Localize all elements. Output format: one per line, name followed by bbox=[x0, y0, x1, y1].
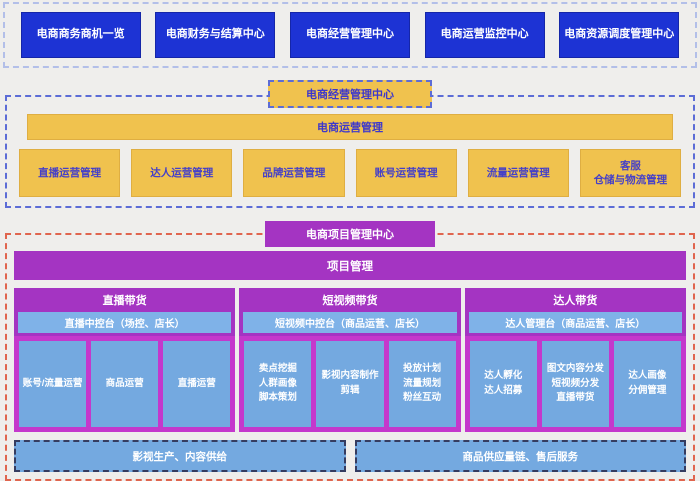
footer-bar-content-supply: 影视生产、内容供给 bbox=[14, 440, 346, 472]
project-columns: 直播带货 直播中控台（场控、店长） 账号/流量运营 商品运营 直播运营 短视频带… bbox=[14, 288, 686, 432]
task-box: 账号/流量运营 bbox=[19, 341, 87, 427]
operations-box: 直播运营管理 bbox=[19, 149, 121, 197]
column-short-video: 短视频带货 短视频中控台（商品运营、店长） 卖点挖掘 人群画像 脚本策划 影视内… bbox=[239, 288, 461, 432]
column-subheader: 达人管理台（商品运营、店长） bbox=[468, 312, 682, 333]
operations-box: 流量运营管理 bbox=[467, 149, 569, 197]
column-header: 达人带货 bbox=[553, 295, 598, 307]
column-influencer: 达人带货 达人管理台（商品运营、店长） 达人孵化 达人招募 图文内容分发 短视频… bbox=[464, 288, 686, 432]
operations-box: 账号运营管理 bbox=[355, 149, 457, 197]
column-subheader: 直播中控台（场控、店长） bbox=[18, 312, 232, 333]
operations-bar: 电商运营管理 bbox=[27, 114, 673, 140]
footer-bar-supply-chain: 商品供应量链、售后服务 bbox=[354, 440, 686, 472]
task-box: 达人画像 分佣管理 bbox=[613, 341, 681, 427]
task-box: 卖点挖掘 人群画像 脚本策划 bbox=[244, 341, 312, 427]
task-box: 达人孵化 达人招募 bbox=[469, 341, 537, 427]
task-box: 影视内容制作 剪辑 bbox=[316, 341, 384, 427]
operations-box: 品牌运营管理 bbox=[243, 149, 345, 197]
column-subheader: 短视频中控台（商品运营、店长） bbox=[243, 312, 457, 333]
operations-section-container: 电商运营管理 直播运营管理 达人运营管理 品牌运营管理 账号运营管理 流量运营管… bbox=[5, 95, 695, 208]
operations-box: 客服 仓储与物流管理 bbox=[579, 149, 682, 197]
task-box: 图文内容分发 短视频分发 直播带货 bbox=[541, 341, 609, 427]
task-box: 商品运营 bbox=[91, 341, 159, 427]
task-box: 直播运营 bbox=[163, 341, 231, 427]
top-center-box: 电商资源调度管理中心 bbox=[560, 13, 679, 57]
project-footer-bars: 影视生产、内容供给 商品供应量链、售后服务 bbox=[14, 440, 686, 472]
top-center-box: 电商商务商机一览 bbox=[21, 13, 140, 57]
operations-section-title: 电商经营管理中心 bbox=[268, 80, 432, 108]
column-boxes: 卖点挖掘 人群画像 脚本策划 影视内容制作 剪辑 投放计划 流量规划 粉丝互动 bbox=[239, 336, 461, 432]
column-header: 短视频带货 bbox=[322, 295, 378, 307]
top-center-box: 电商经营管理中心 bbox=[290, 13, 409, 57]
column-boxes: 账号/流量运营 商品运营 直播运营 bbox=[14, 336, 236, 432]
operations-box: 达人运营管理 bbox=[131, 149, 233, 197]
top-center-box: 电商运营监控中心 bbox=[425, 13, 544, 57]
column-live-streaming: 直播带货 直播中控台（场控、店长） 账号/流量运营 商品运营 直播运营 bbox=[14, 288, 236, 432]
project-section-title: 电商项目管理中心 bbox=[265, 221, 435, 247]
operations-boxes-row: 直播运营管理 达人运营管理 品牌运营管理 账号运营管理 流量运营管理 客服 仓储… bbox=[19, 149, 682, 197]
column-boxes: 达人孵化 达人招募 图文内容分发 短视频分发 直播带货 达人画像 分佣管理 bbox=[464, 336, 686, 432]
task-box: 投放计划 流量规划 粉丝互动 bbox=[388, 341, 456, 427]
column-header: 直播带货 bbox=[102, 295, 147, 307]
project-management-bar: 项目管理 bbox=[14, 251, 686, 280]
project-section-container: 项目管理 直播带货 直播中控台（场控、店长） 账号/流量运营 商品运营 直播运营… bbox=[5, 233, 695, 481]
top-centers-container: 电商商务商机一览 电商财务与结算中心 电商经营管理中心 电商运营监控中心 电商资… bbox=[3, 2, 697, 68]
top-center-box: 电商财务与结算中心 bbox=[156, 13, 275, 57]
